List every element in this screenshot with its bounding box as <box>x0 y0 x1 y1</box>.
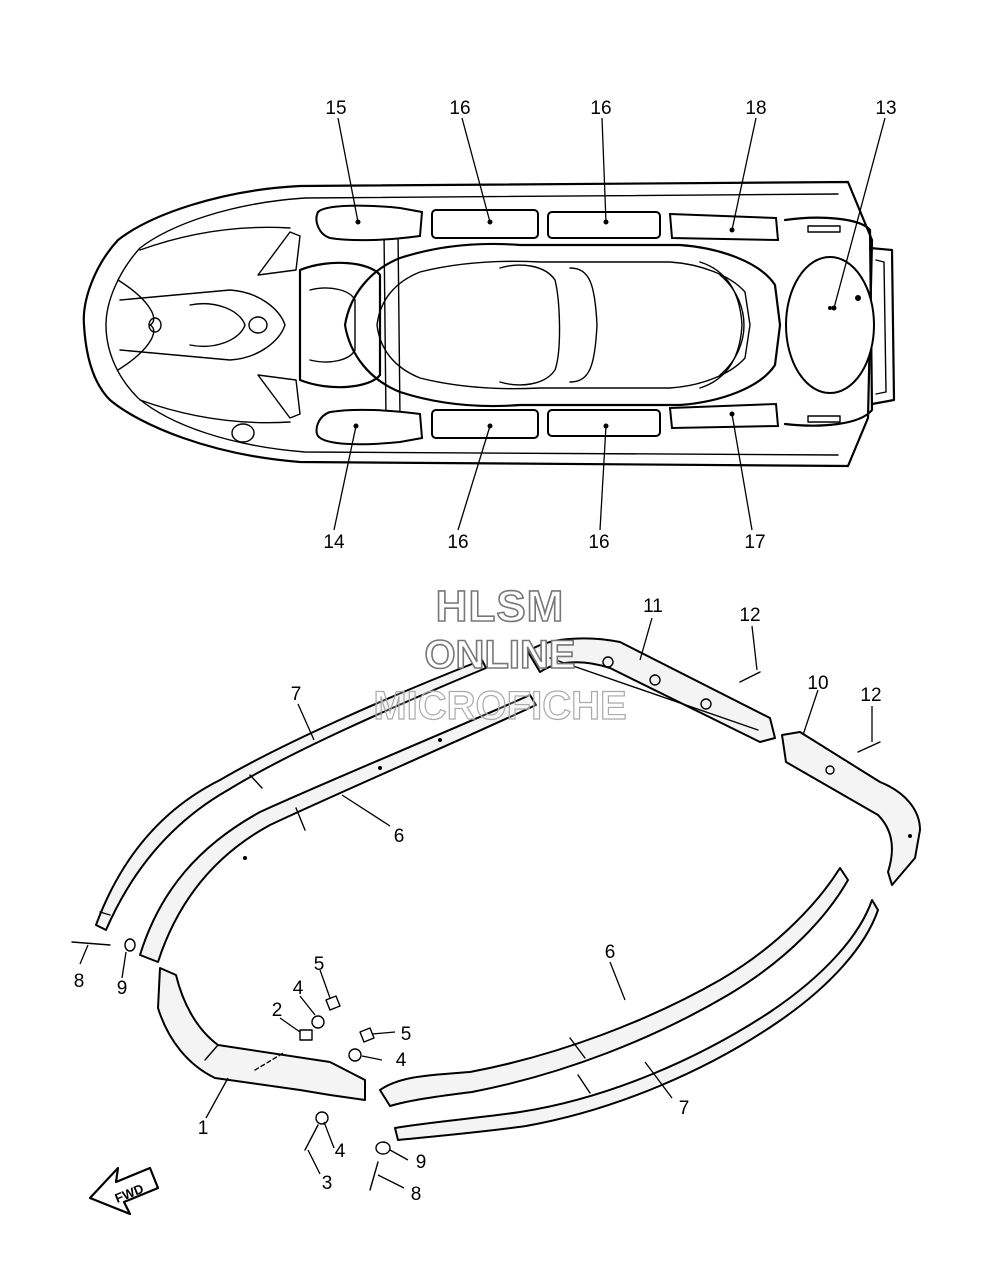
callout-3: 3 <box>322 1173 333 1194</box>
callout-13: 13 <box>875 98 896 119</box>
callout-2: 2 <box>272 1000 283 1021</box>
callout-5: 5 <box>314 954 325 975</box>
callout-4: 4 <box>293 978 304 999</box>
callout-4: 4 <box>335 1141 346 1162</box>
callout-10: 10 <box>807 673 828 694</box>
callout-6: 6 <box>394 826 405 847</box>
callout-12: 12 <box>739 605 760 626</box>
callout-16: 16 <box>588 532 609 553</box>
callout-7: 7 <box>291 684 302 705</box>
callout-9: 9 <box>416 1152 427 1173</box>
callout-1: 1 <box>198 1118 209 1139</box>
callout-12: 12 <box>860 685 881 706</box>
fwd-label: FWD <box>113 1181 146 1206</box>
callout-16: 16 <box>449 98 470 119</box>
callout-6: 6 <box>605 942 616 963</box>
callout-11: 11 <box>643 596 663 617</box>
callout-4: 4 <box>396 1050 407 1071</box>
callout-labels: 15 16 16 18 13 14 16 16 17 11 12 10 12 7… <box>74 98 897 1205</box>
callout-15: 15 <box>325 98 346 119</box>
callout-5: 5 <box>401 1024 412 1045</box>
callout-16: 16 <box>590 98 611 119</box>
leader-lines <box>79 117 886 1189</box>
callout-18: 18 <box>745 98 766 119</box>
callout-9: 9 <box>117 978 128 999</box>
callout-14: 14 <box>323 532 345 553</box>
bumper-parts <box>71 637 921 1191</box>
callout-16: 16 <box>447 532 468 553</box>
callout-8: 8 <box>74 971 85 992</box>
callout-7: 7 <box>679 1098 690 1119</box>
watercraft-top-view <box>82 180 896 468</box>
callout-8: 8 <box>411 1184 422 1205</box>
callout-17: 17 <box>744 532 765 553</box>
fwd-arrow: FWD <box>88 1166 160 1216</box>
